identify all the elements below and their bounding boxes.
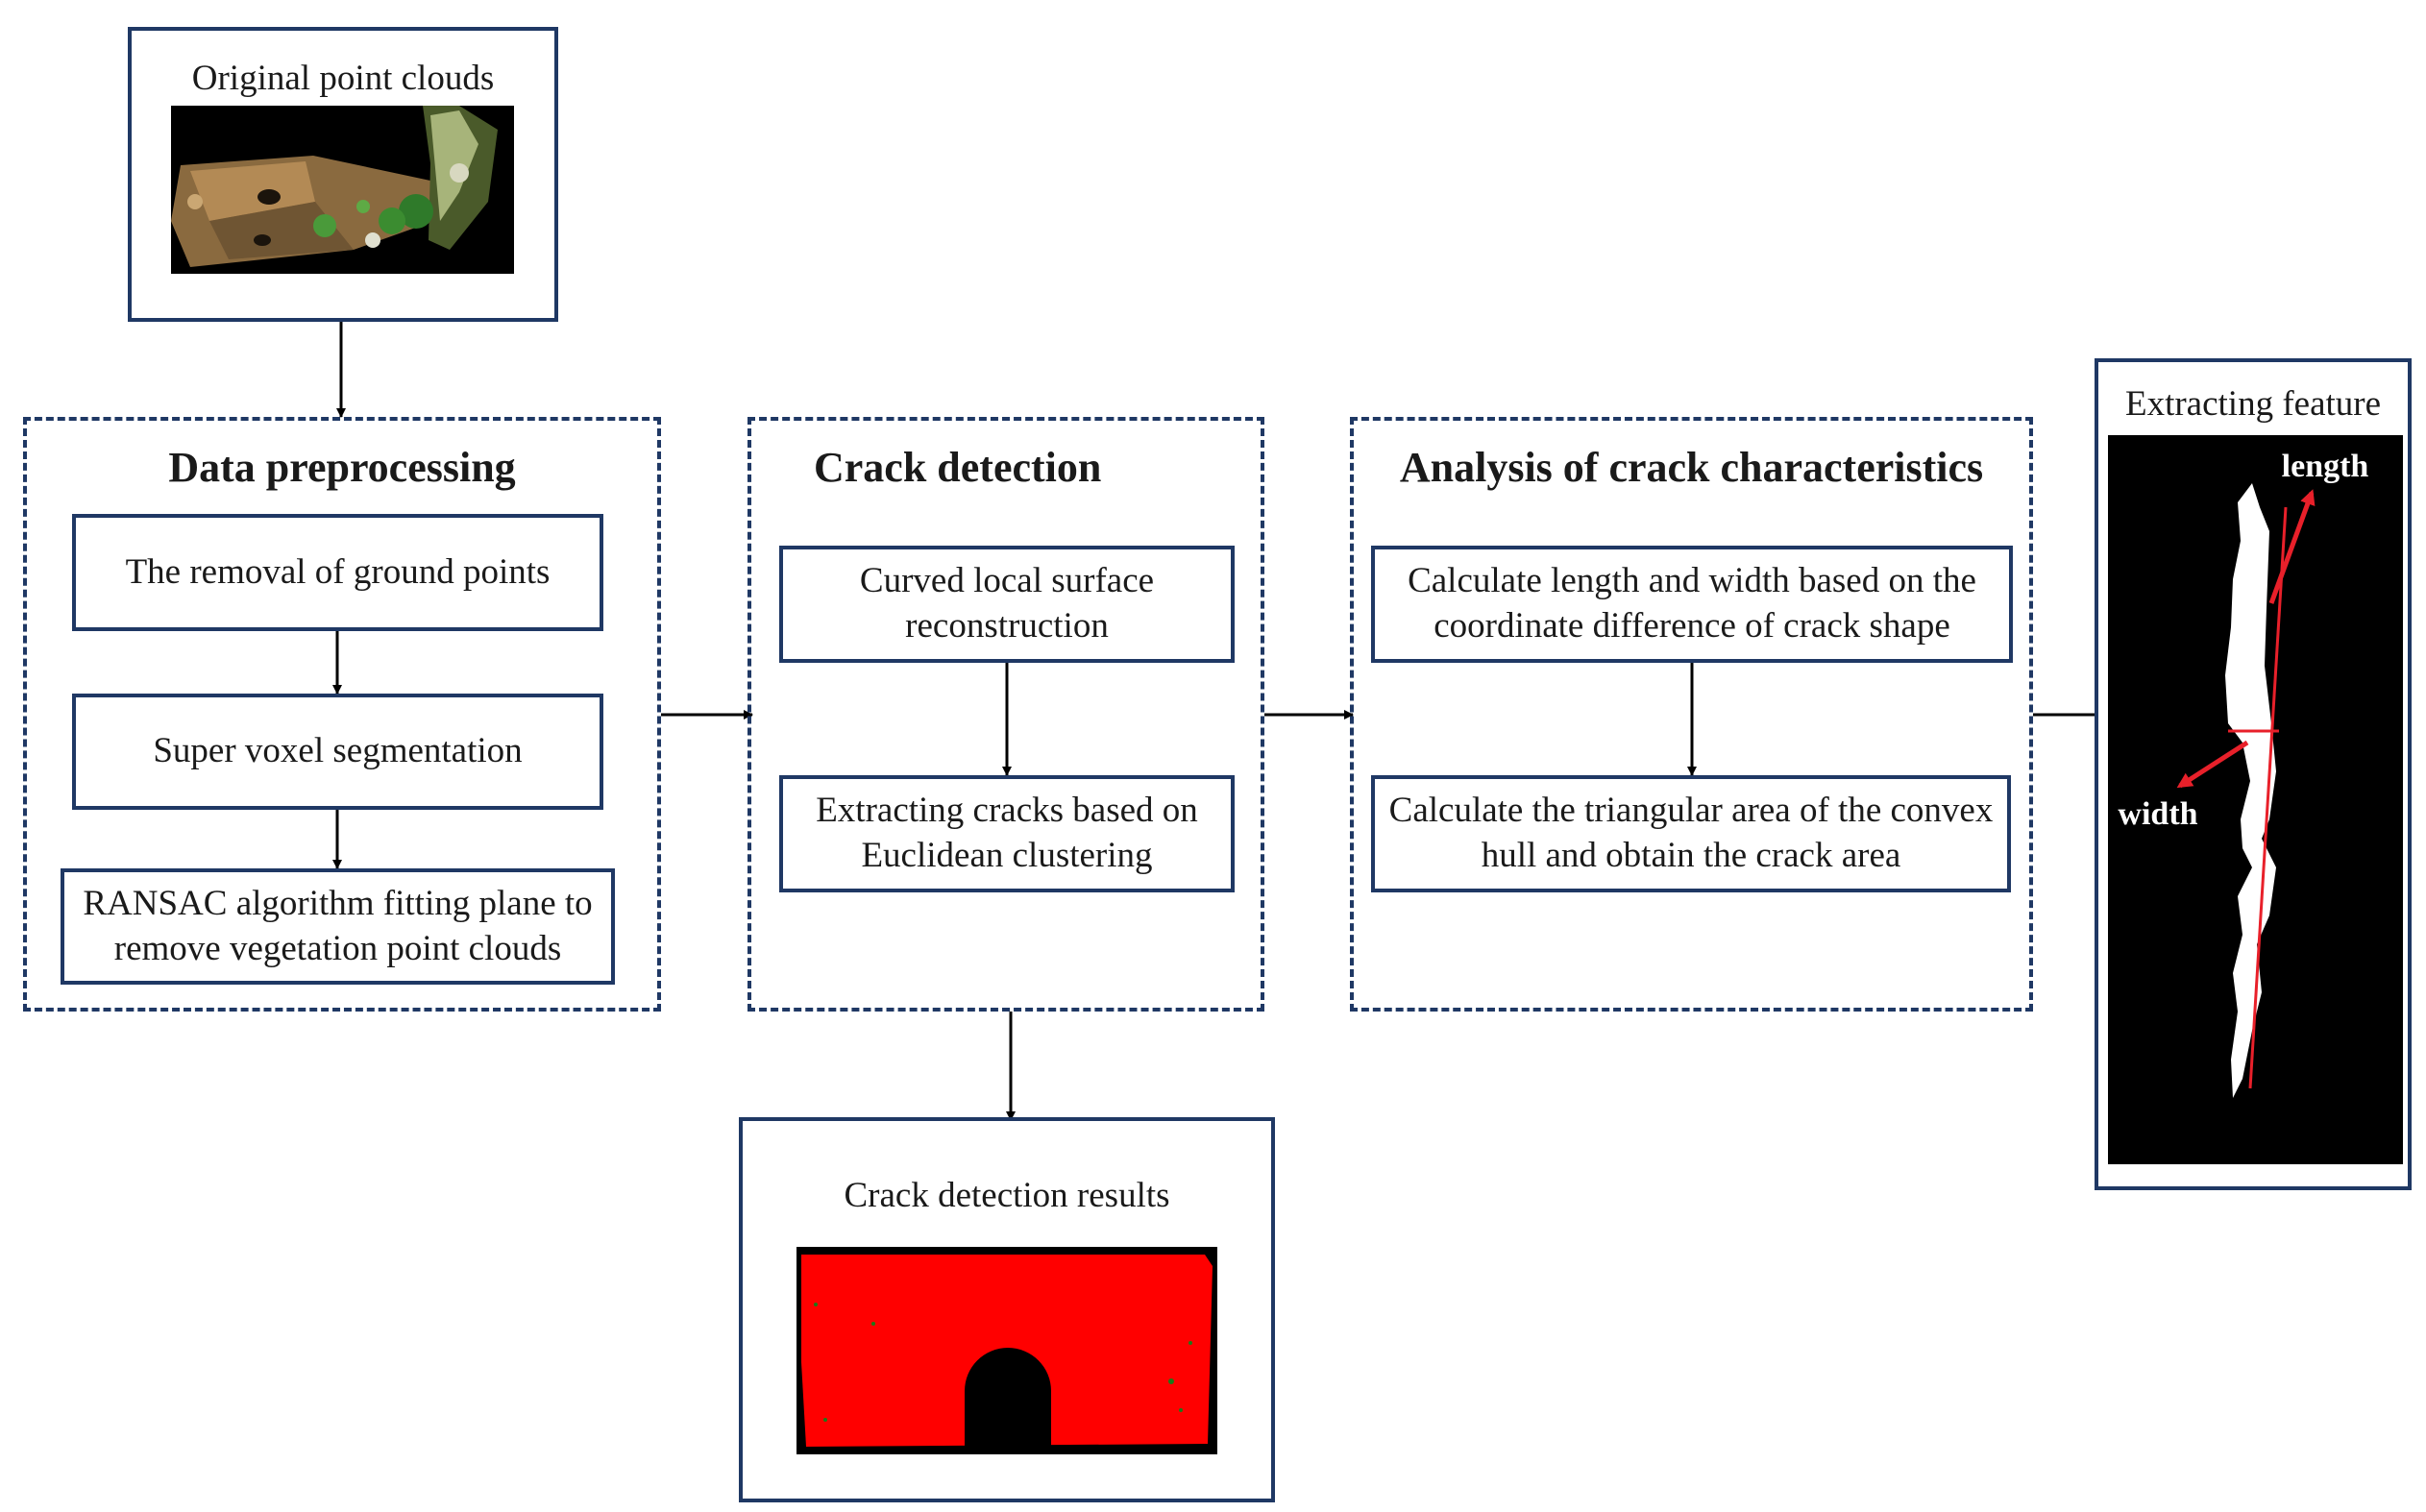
crack-measurement-image: length width [2108, 435, 2403, 1164]
extracting-feature-label: Extracting feature [2124, 384, 2382, 424]
crack-detection-group [747, 417, 1264, 1012]
original-point-cloud-image [171, 106, 514, 274]
width-label: width [2118, 796, 2197, 832]
step-curved-local-surface-reconstruction: Curved local surface reconstruction [779, 546, 1235, 663]
length-measure-line [2248, 506, 2288, 1089]
step-length-width-calculation: Calculate length and width based on the … [1371, 546, 2013, 663]
width-arrow [2176, 740, 2249, 789]
crack-detection-title: Crack detection [814, 444, 1102, 491]
data-preprocessing-title: Data preprocessing [168, 444, 516, 491]
crack-detection-results-label: Crack detection results [844, 1176, 1170, 1215]
crack-characteristics-title: Analysis of crack characteristics [1399, 444, 1984, 491]
step-ransac-plane-fitting: RANSAC algorithm fitting plane to remove… [61, 868, 615, 985]
length-label: length [2282, 449, 2369, 484]
step-extracting-cracks-euclidean-clustering: Extracting cracks based on Euclidean clu… [779, 775, 1235, 892]
crack-detection-results-image [796, 1247, 1217, 1454]
length-arrow [2268, 489, 2316, 604]
data-preprocessing-group [23, 417, 661, 1012]
step-super-voxel-segmentation: Super voxel segmentation [72, 694, 603, 810]
original-point-clouds-label: Original point clouds [191, 59, 495, 98]
step-removal-of-ground-points: The removal of ground points [72, 514, 603, 631]
crack-characteristics-group [1350, 417, 2033, 1012]
step-convex-hull-area: Calculate the triangular area of the con… [1371, 775, 2011, 892]
